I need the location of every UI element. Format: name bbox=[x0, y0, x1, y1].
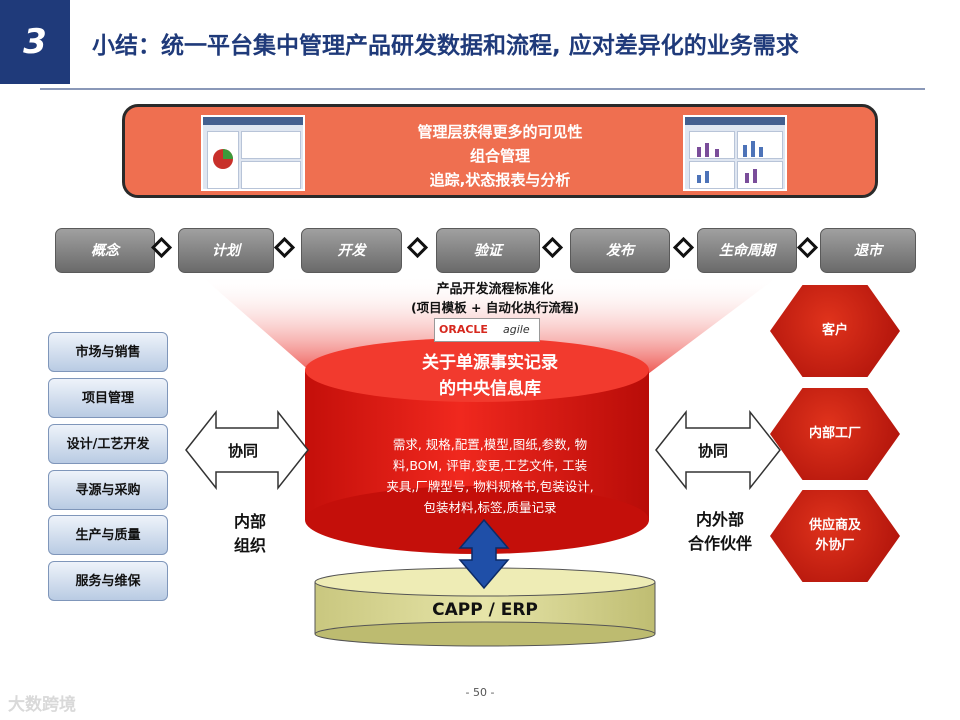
repository-title-2: 的中央信息库 bbox=[439, 379, 541, 399]
phase-develop: 开发 bbox=[301, 228, 402, 273]
right-collab-arrow bbox=[655, 409, 781, 491]
title-divider bbox=[40, 88, 925, 90]
repository-body-line: 包装材料,标签,质量记录 bbox=[423, 500, 557, 515]
phase-retire: 退市 bbox=[820, 228, 916, 273]
section-number: 3 bbox=[23, 22, 47, 62]
flow-template-label: (项目模板 + 自动化执行流程) bbox=[410, 300, 580, 315]
central-repository-cylinder bbox=[305, 338, 649, 554]
phase-concept: 概念 bbox=[55, 228, 155, 273]
repository-body-line: 料,BOM, 评审,变更,工艺文件, 工装 bbox=[392, 458, 588, 473]
internal-org-caption-1: 内部 bbox=[233, 512, 266, 531]
bar-chart-icon bbox=[697, 141, 763, 183]
right-collab-label: 协同 bbox=[698, 442, 729, 460]
partners-caption-1: 内外部 bbox=[695, 510, 744, 529]
phase-lifecycle: 生命周期 bbox=[697, 228, 797, 273]
repository-title-1: 关于单源事实记录 bbox=[422, 353, 558, 373]
dashboard-screenshot-right bbox=[683, 115, 787, 191]
dashboard-screenshot-left bbox=[201, 115, 305, 191]
management-line-1: 管理层获得更多的可见性 bbox=[417, 123, 583, 141]
function-marketing-sales: 市场与销售 bbox=[48, 332, 168, 372]
management-line-2: 组合管理 bbox=[469, 147, 530, 165]
erp-label: CAPP / ERP bbox=[432, 600, 538, 620]
partners-caption-2: 合作伙伴 bbox=[687, 534, 752, 553]
partner-internal-factory: 内部工厂 bbox=[770, 388, 900, 480]
phase-plan: 计划 bbox=[178, 228, 274, 273]
management-line-3: 追踪,状态报表与分析 bbox=[429, 171, 571, 189]
partner-customer: 客户 bbox=[770, 285, 900, 377]
flow-standardization-label: 产品开发流程标准化 bbox=[436, 282, 554, 297]
left-collab-label: 协同 bbox=[228, 442, 259, 460]
page-title: 小结：统一平台集中管理产品研发数据和流程, 应对差异化的业务需求 bbox=[92, 33, 799, 59]
function-project-management: 项目管理 bbox=[48, 378, 168, 418]
function-design-engineering: 设计/工艺开发 bbox=[48, 424, 168, 464]
watermark: 大数跨境 bbox=[8, 695, 76, 715]
pie-chart-icon bbox=[213, 149, 233, 169]
partner-suppliers: 供应商及 外协厂 bbox=[770, 490, 900, 582]
sync-double-arrow bbox=[458, 518, 510, 590]
section-number-box: 3 bbox=[0, 0, 70, 84]
function-production-quality: 生产与质量 bbox=[48, 515, 168, 555]
left-collab-arrow bbox=[185, 409, 309, 491]
management-banner: 管理层获得更多的可见性 组合管理 追踪,状态报表与分析 bbox=[122, 104, 878, 198]
function-service: 服务与维保 bbox=[48, 561, 168, 601]
internal-org-caption-2: 组织 bbox=[233, 536, 266, 555]
repository-body-line: 夹具,厂牌型号, 物料规格书,包装设计, bbox=[386, 479, 594, 494]
phase-validate: 验证 bbox=[436, 228, 540, 273]
repository-body-line: 需求, 规格,配置,模型,图纸,参数, 物 bbox=[392, 437, 588, 452]
page-number: - 50 - bbox=[465, 686, 495, 699]
phase-release: 发布 bbox=[570, 228, 670, 273]
oracle-agile-logo: ORACLE agile bbox=[434, 318, 540, 342]
function-sourcing: 寻源与采购 bbox=[48, 470, 168, 510]
